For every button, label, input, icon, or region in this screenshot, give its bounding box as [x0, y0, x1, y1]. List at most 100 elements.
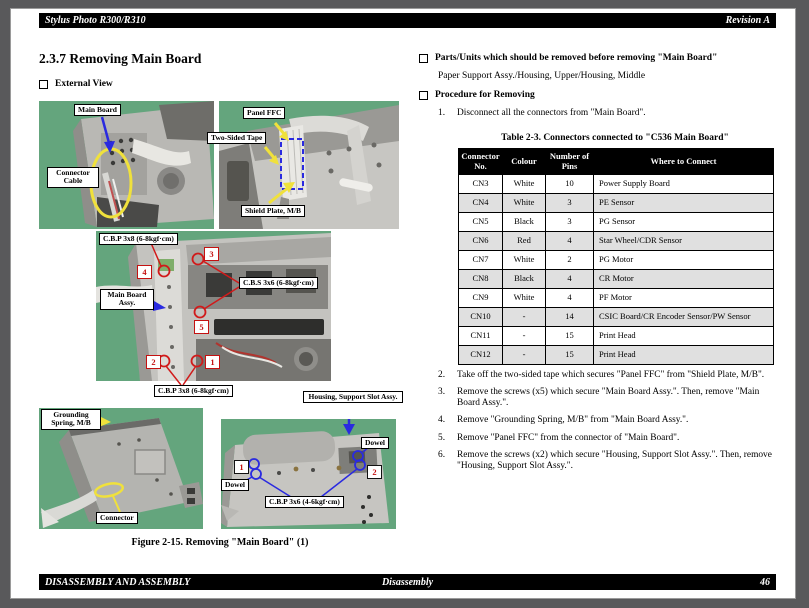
header-product-title: Stylus Photo R300/R310 [45, 15, 146, 26]
step-text: Remove "Panel FFC" from the connector of… [457, 432, 680, 443]
procedure-steps-rest: 2. Take off the two-sided tape which secu… [438, 370, 784, 478]
connector-callout: Connector [96, 512, 138, 525]
checkbox-icon [419, 91, 428, 100]
col-header-number-of-pins: Number of Pins [545, 148, 594, 175]
page-footer-bar: Disassembly DISASSEMBLY AND ASSEMBLY 46 [39, 574, 776, 590]
connector-cable-callout: Connector Cable [47, 167, 99, 188]
table-cell: CN5 [458, 212, 503, 232]
screw-number-1: 1 [205, 355, 220, 369]
table-cell: CR Motor [593, 269, 774, 289]
footer-section: Disassembly [381, 576, 434, 588]
table-cell: CN9 [458, 288, 503, 308]
parts-units-heading: Parts/Units which should be removed befo… [419, 53, 781, 64]
table-cell: Print Head [593, 326, 774, 346]
step-number: 2. [438, 370, 446, 380]
connector-table: Connector No. Colour Number of Pins Wher… [458, 148, 774, 365]
procedure-step: 4.Remove "Grounding Spring, M/B" from "M… [438, 415, 784, 426]
parts-units-label: Parts/Units which should be removed befo… [435, 53, 718, 63]
cbp-bottom-callout: C.B.P 3x8 (6-8kgf·cm) [154, 385, 233, 398]
document-page: Stylus Photo R300/R310 Revision A 2.3.7 … [10, 8, 796, 599]
col-header-where-to-connect: Where to Connect [593, 148, 774, 175]
table-cell: 2 [545, 250, 594, 270]
dowel-left-callout: Dowel [221, 479, 249, 492]
table-cell: White [502, 250, 546, 270]
grounding-spring-callout: Grounding Spring, M/B [41, 409, 101, 430]
two-sided-tape-callout: Two-Sided Tape [207, 132, 267, 145]
table-cell: CN10 [458, 307, 503, 327]
table-cell: 15 [545, 345, 594, 365]
photo1-graphic [39, 101, 214, 229]
photo-main-board-external: Main Board Connector Cable [39, 101, 214, 229]
step-number: 5. [438, 432, 446, 443]
table-cell: - [502, 345, 546, 365]
step-text: Take off the two-sided tape which secure… [457, 370, 765, 380]
procedure-step: 1. Disconnect all the connectors from "M… [438, 108, 783, 119]
table-cell: Print Head [593, 345, 774, 365]
cbp-top-callout: C.B.P 3x8 (6-8kgf·cm) [99, 233, 178, 246]
procedure-step: 5. Remove "Panel FFC" from the connector … [438, 433, 784, 444]
step-text: Remove the screws (x2) which secure "Hou… [457, 450, 772, 471]
step-number: 4. [438, 415, 446, 426]
procedure-step: 3. Remove the screws (x5) which secure "M… [438, 387, 784, 409]
table-cell: 4 [545, 269, 594, 289]
table-cell: - [502, 326, 546, 346]
table-cell: - [502, 307, 546, 327]
table-cell: Star Wheel/CDR Sensor [593, 231, 774, 251]
housing-number-2: 2 [367, 465, 382, 479]
procedure-step: 6. Remove the screws (x2) which secure "H… [438, 450, 784, 472]
step-number: 1. [438, 108, 446, 118]
footer-chapter: DISASSEMBLY AND ASSEMBLY [45, 576, 191, 588]
figure-caption: Figure 2-15. Removing "Main Board" (1) [131, 537, 309, 548]
shield-plate-callout: Shield Plate, M/B [241, 205, 306, 218]
table-cell: CN8 [458, 269, 503, 289]
photo-grounding-spring: Grounding Spring, M/B Connector [39, 408, 203, 529]
external-view-label: External View [55, 79, 113, 89]
footer-page-number: 46 [760, 576, 770, 588]
table-cell: Red [502, 231, 546, 251]
housing-support-slot-callout: Housing, Support Slot Assy. [303, 391, 403, 404]
step-number: 3. [438, 387, 446, 398]
table-cell: 4 [545, 288, 594, 308]
section-title: 2.3.7 Removing Main Board [39, 51, 202, 66]
housing-number-1: 1 [234, 460, 249, 474]
photo-panel-ffc: Panel FFC Two-Sided Tape Shield Plate, M… [207, 101, 399, 229]
cbp-housing-callout: C.B.P 3x6 (4-6kgf·cm) [265, 496, 344, 509]
table-cell: PE Sensor [593, 193, 774, 213]
page-header-bar: Stylus Photo R300/R310 Revision A [39, 13, 776, 28]
table-cell: Black [502, 269, 546, 289]
table-cell: PF Motor [593, 288, 774, 308]
table-cell: White [502, 288, 546, 308]
procedure-label: Procedure for Removing [435, 90, 535, 100]
table-cell: CN7 [458, 250, 503, 270]
table-cell: 4 [545, 231, 594, 251]
main-board-callout: Main Board [74, 104, 121, 117]
checkbox-icon [419, 54, 428, 63]
table-cell: CSIC Board/CR Encoder Sensor/PW Sensor [593, 307, 774, 327]
photo-housing-support-slot: Housing, Support Slot Assy. Dowel Dowel … [221, 391, 403, 529]
table-cell: White [502, 193, 546, 213]
photo-main-board-assy-screws: C.B.P 3x8 (6-8kgf·cm) C.B.S 3x6 (6-8kgf·… [96, 231, 331, 398]
table-cell: CN3 [458, 174, 503, 194]
step-text: Remove the screws (x5) which secure "Mai… [457, 387, 760, 409]
procedure-step: 2. Take off the two-sided tape which secu… [438, 370, 784, 381]
table-cell: CN11 [458, 326, 503, 346]
step-number: 6. [438, 450, 446, 461]
table-cell: CN4 [458, 193, 503, 213]
table-cell: 3 [545, 193, 594, 213]
table-cell: Black [502, 212, 546, 232]
table-cell: 3 [545, 212, 594, 232]
table-cell: 10 [545, 174, 594, 194]
external-view-heading: External View [39, 79, 113, 90]
table-cell: CN12 [458, 345, 503, 365]
